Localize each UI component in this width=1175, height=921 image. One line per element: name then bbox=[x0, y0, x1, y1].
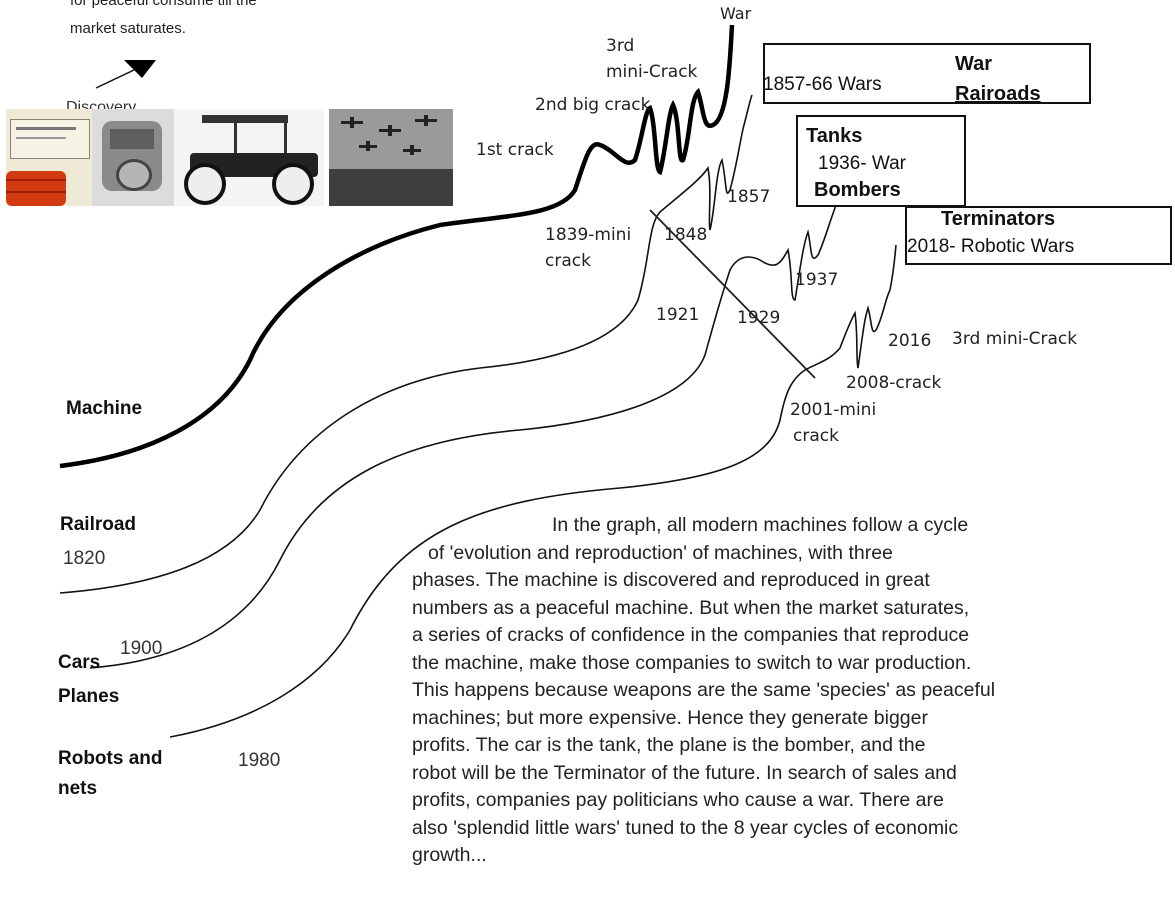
robots-curve bbox=[169, 244, 897, 738]
paragraph-line-9: profits. The car is the tank, the plane … bbox=[412, 734, 926, 756]
paragraph-line-12: also 'splendid little wars' tuned to the… bbox=[412, 816, 959, 839]
year-2008-label: 2008-crack bbox=[846, 373, 942, 393]
paragraph-line-3: phases. The machine is discovered and re… bbox=[412, 569, 930, 591]
car-photo bbox=[174, 109, 324, 206]
terminators-years: 2018- Robotic Wars bbox=[907, 236, 1075, 257]
tanks-years: 1936- War bbox=[818, 153, 906, 174]
year-2016-label: 2016 bbox=[888, 331, 932, 351]
wars-1857-title2: Rairoads bbox=[955, 83, 1041, 105]
third-mini-crack-line1: 3rd bbox=[606, 36, 635, 56]
machine-label: Machine bbox=[66, 398, 143, 419]
tanks-subtitle: Bombers bbox=[814, 179, 901, 201]
paragraph-line-2: of 'evolution and reproduction' of machi… bbox=[428, 541, 893, 564]
year-1839-line1: 1839-mini bbox=[545, 225, 632, 245]
paragraph-line-4: numbers as a peaceful machine. But when … bbox=[412, 596, 970, 619]
year-1937-label: 1937 bbox=[795, 270, 839, 290]
terminators-box: Terminators 2018- Robotic Wars bbox=[905, 206, 1172, 265]
crash-trend-line bbox=[649, 209, 816, 379]
engine-photo bbox=[92, 109, 174, 206]
top-note-line2: market saturates. bbox=[70, 20, 186, 37]
third-mini-crack-right-label: 3rd mini-Crack bbox=[952, 329, 1078, 349]
paragraph-line-1: In the graph, all modern machines follow… bbox=[552, 514, 969, 536]
year-2001-line2: crack bbox=[793, 426, 839, 446]
war-top-label: War bbox=[720, 4, 752, 23]
paragraph-line-5: a series of cracks of confidence in the … bbox=[412, 624, 970, 646]
planes-label: Planes bbox=[58, 686, 120, 707]
discovery-arrow-shaft bbox=[95, 69, 135, 89]
year-1839-line2: crack bbox=[545, 251, 591, 271]
bomber-planes-photo bbox=[329, 109, 453, 206]
year-2001-line1: 2001-mini bbox=[790, 400, 877, 420]
wars-1857-years: 1857-66 Wars bbox=[763, 74, 882, 95]
paragraph-line-10: robot will be the Terminator of the futu… bbox=[412, 761, 957, 784]
year-1848-label: 1848 bbox=[664, 225, 708, 245]
terminators-title: Terminators bbox=[941, 208, 1056, 230]
robots-year: 1980 bbox=[238, 750, 281, 771]
document-photo bbox=[6, 109, 92, 206]
wars-1857-box: 1857-66 Wars War Rairoads bbox=[763, 43, 1091, 105]
robots-label-line2: nets bbox=[58, 778, 98, 799]
cars-curve bbox=[89, 199, 839, 669]
top-note-line1: for peaceful consume till the bbox=[70, 0, 257, 9]
paragraph-line-8: machines; but more expensive. Hence they… bbox=[412, 706, 928, 729]
machine-curve bbox=[59, 24, 735, 469]
second-big-crack-label: 2nd big crack bbox=[535, 95, 651, 115]
paragraph-line-11: profits, companies pay politicians who c… bbox=[412, 789, 944, 811]
first-crack-label: 1st crack bbox=[476, 140, 554, 160]
tanks-box: Tanks 1936- War Bombers bbox=[796, 115, 966, 207]
discovery-arrow-head bbox=[124, 60, 156, 78]
year-1857-label: 1857 bbox=[727, 187, 771, 207]
tanks-title: Tanks bbox=[806, 125, 863, 147]
cars-label: Cars bbox=[58, 652, 101, 673]
robots-label-line1: Robots and bbox=[58, 748, 163, 769]
paragraph-line-13: growth... bbox=[412, 844, 487, 866]
cars-year: 1900 bbox=[120, 638, 163, 659]
paragraph-line-6: the machine, make those companies to swi… bbox=[412, 651, 972, 674]
third-mini-crack-line2: mini-Crack bbox=[606, 62, 698, 82]
railroad-curve bbox=[59, 94, 753, 594]
explanation-paragraph: In the graph, all modern machines follow… bbox=[412, 512, 1172, 870]
railroad-label: Railroad bbox=[60, 514, 137, 535]
year-1921-label: 1921 bbox=[656, 305, 700, 325]
wars-1857-title1: War bbox=[955, 53, 993, 75]
paragraph-line-7: This happens because weapons are the sam… bbox=[412, 679, 996, 701]
year-1929-label: 1929 bbox=[737, 308, 781, 328]
railroad-year: 1820 bbox=[63, 548, 106, 569]
